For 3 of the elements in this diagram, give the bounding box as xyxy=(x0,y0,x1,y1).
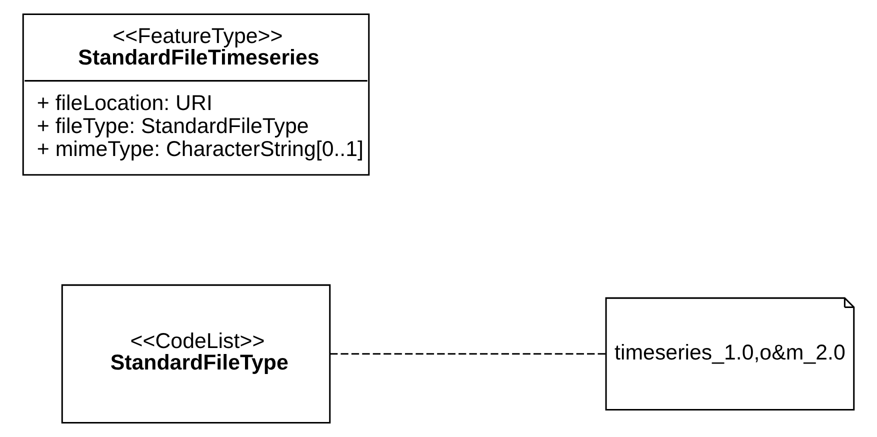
node-box: <<FeatureType>> StandardFileTimeseries + fileLocation: URI + fileType: StandardFileType + mimeType: CharacterString[0..1] xyxy=(22,13,370,176)
connector xyxy=(330,353,606,355)
node-box: <<CodeList>> StandardFileType xyxy=(61,284,331,424)
